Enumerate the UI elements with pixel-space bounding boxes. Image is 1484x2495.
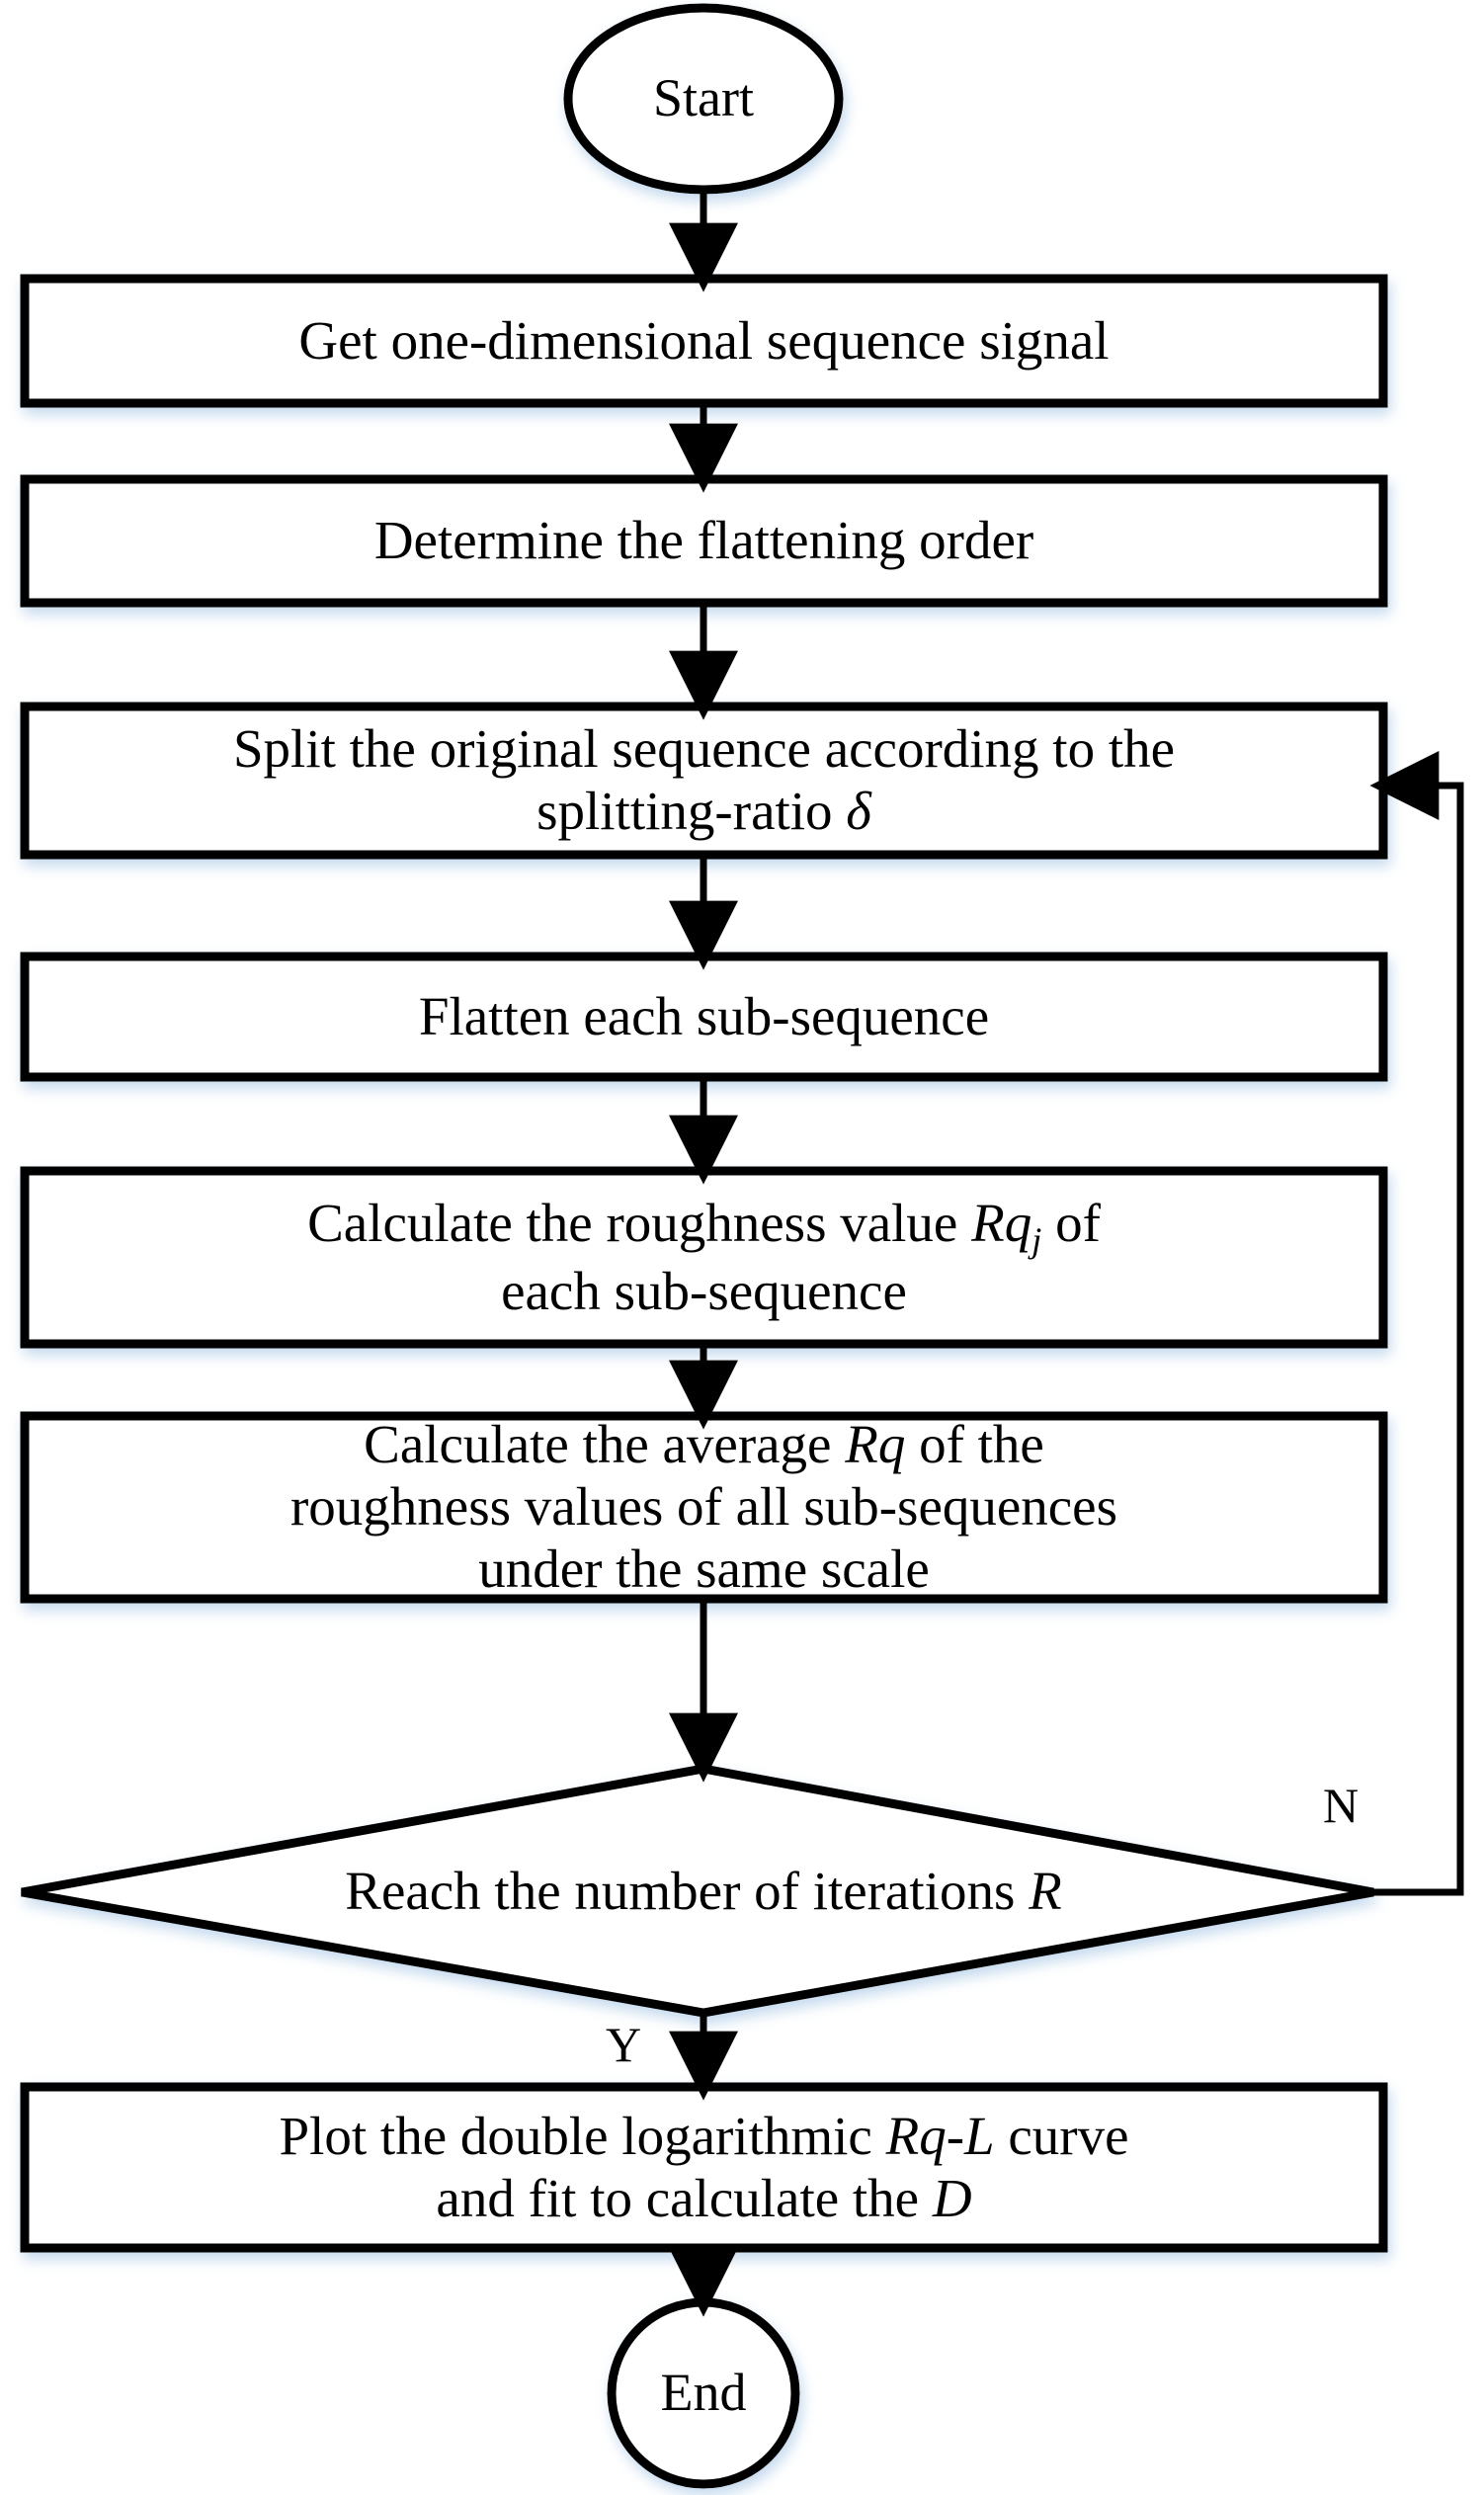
edge-label-yes: Y xyxy=(605,2017,642,2072)
node-flatten-shape[interactable] xyxy=(20,952,1388,1082)
edge-label-no: N xyxy=(1322,1778,1360,1833)
node-rqavg-shape[interactable] xyxy=(20,1411,1388,1604)
node-start-shape[interactable] xyxy=(563,3,844,195)
edge-decision-no-to-split xyxy=(1369,751,1464,1896)
node-get-shape[interactable] xyxy=(20,274,1388,408)
node-decision-shape[interactable] xyxy=(21,1764,1374,2018)
node-order-shape[interactable] xyxy=(20,474,1388,608)
node-end-shape[interactable] xyxy=(607,2297,800,2489)
node-split-shape[interactable] xyxy=(20,702,1388,860)
node-rqj-shape[interactable] xyxy=(20,1166,1388,1349)
node-plot-shape[interactable] xyxy=(20,2082,1388,2253)
